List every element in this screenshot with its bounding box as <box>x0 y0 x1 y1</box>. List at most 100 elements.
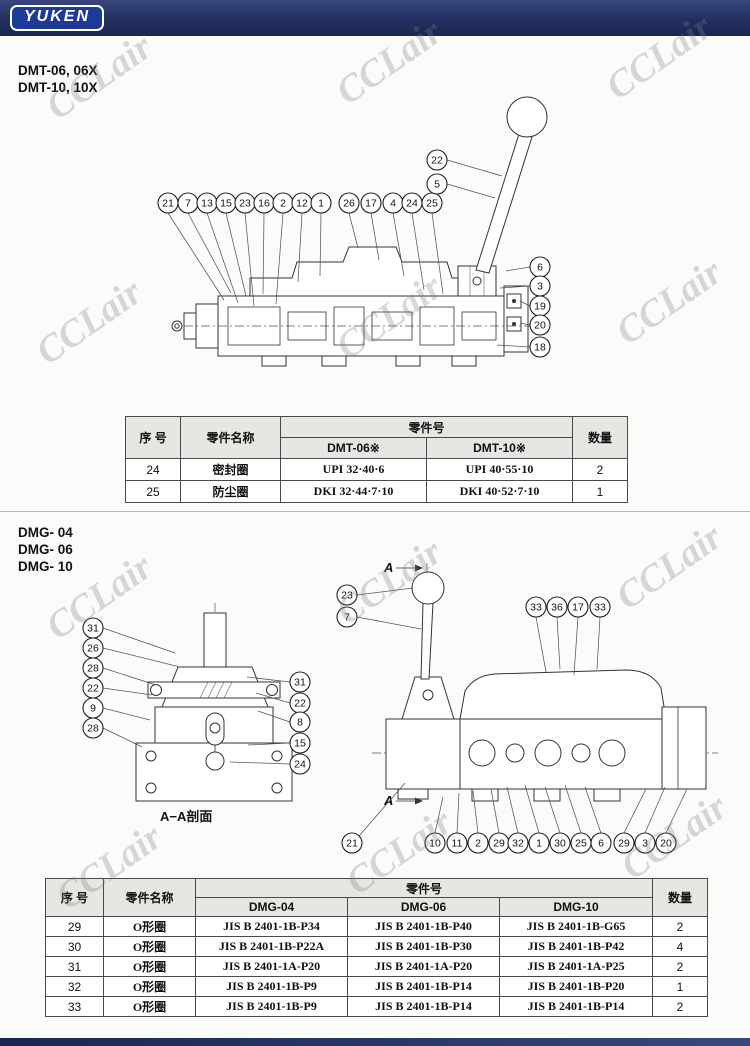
svg-text:29: 29 <box>618 838 630 850</box>
callout-balloon: 29 <box>613 832 635 854</box>
cell-part-number: JIS B 2401-1A-P20 <box>195 956 348 977</box>
svg-text:25: 25 <box>575 838 587 850</box>
cell-part-number: JIS B 2401-1A-P20 <box>347 956 500 977</box>
callout-balloon: 18 <box>529 336 551 358</box>
cell-qty: 4 <box>652 936 708 957</box>
callout-balloon: 11 <box>446 832 468 854</box>
cell-part-number: JIS B 2401-1B-P14 <box>499 996 653 1017</box>
svg-text:7: 7 <box>185 198 191 210</box>
dmg-main-view-drawing: A A <box>372 560 718 808</box>
svg-text:26: 26 <box>87 643 99 655</box>
table-row: 30 O形圈 JIS B 2401-1B-P22A JIS B 2401-1B-… <box>45 936 708 957</box>
callout-balloon: 33 <box>525 596 547 618</box>
callout-balloon: 7 <box>336 606 358 628</box>
callout-balloon: 1 <box>310 192 332 214</box>
callout-balloon: 10 <box>424 832 446 854</box>
col-header-name: 零件名称 <box>180 416 281 459</box>
callout-balloon: 24 <box>289 753 311 775</box>
svg-text:18: 18 <box>534 342 546 354</box>
dmg-leader-lines <box>102 587 688 837</box>
cell-part-name: O形圈 <box>103 916 196 937</box>
dmt-section-title: DMT-06, 06X DMT-10, 10X <box>18 62 98 96</box>
dmg-valve-diagram: A A 31 <box>82 560 718 854</box>
svg-text:22: 22 <box>431 155 443 167</box>
svg-text:28: 28 <box>87 663 99 675</box>
svg-text:24: 24 <box>294 759 306 771</box>
callout-balloon: 21 <box>341 832 363 854</box>
cell-qty: 2 <box>652 956 708 977</box>
svg-text:23: 23 <box>239 198 251 210</box>
callout-balloon: 23 <box>234 192 256 214</box>
svg-text:29: 29 <box>493 838 505 850</box>
cell-part-number: DKI 32·44·7·10 <box>280 480 427 503</box>
table-header-row: 序 号 零件名称 零件号 数量 <box>45 878 708 917</box>
svg-text:6: 6 <box>598 838 604 850</box>
callout-balloon: 32 <box>507 832 529 854</box>
cell-part-number: JIS B 2401-1A-P25 <box>499 956 653 977</box>
callout-balloon: 16 <box>253 192 275 214</box>
svg-text:16: 16 <box>258 198 270 210</box>
callout-balloon: 17 <box>360 192 382 214</box>
svg-text:20: 20 <box>660 838 672 850</box>
svg-text:21: 21 <box>162 198 174 210</box>
callout-balloon: 17 <box>567 596 589 618</box>
section-view-label: A−A剖面 <box>160 809 213 824</box>
footer-bar <box>0 1038 750 1046</box>
callout-balloon: 1 <box>528 832 550 854</box>
col-header-qty: 数量 <box>572 416 629 459</box>
callout-balloon: 15 <box>289 732 311 754</box>
table-row: 33 O形圈 JIS B 2401-1B-P9 JIS B 2401-1B-P1… <box>45 996 708 1017</box>
cell-no: 31 <box>45 956 104 977</box>
col-header-dmg06: DMG-06 <box>347 897 500 917</box>
yuken-logo: YUKEN <box>10 5 105 31</box>
dmg-title-line3: DMG- 10 <box>18 559 73 574</box>
svg-text:36: 36 <box>551 602 563 614</box>
dmt-leader-lines <box>167 159 531 348</box>
callout-balloon: 22 <box>289 692 311 714</box>
callout-balloon: 22 <box>82 677 104 699</box>
dmg-parts-table: 序 号 零件名称 零件号 数量 DMG-04 DMG-06 DMG-10 29 … <box>45 878 708 1017</box>
cell-part-number: JIS B 2401-1B-P9 <box>195 996 348 1017</box>
dmt-valve-drawing <box>171 96 548 367</box>
col-header-no: 序 号 <box>45 878 104 917</box>
svg-text:24: 24 <box>406 198 418 210</box>
col-header-part: 零件号 <box>195 878 653 898</box>
svg-text:15: 15 <box>220 198 232 210</box>
callout-balloon: 13 <box>196 192 218 214</box>
cell-part-number: JIS B 2401-1B-P40 <box>347 916 500 937</box>
dmg-title-line1: DMG- 04 <box>18 525 73 540</box>
callout-balloon: 4 <box>382 192 404 214</box>
dmt-title-line2: DMT-10, 10X <box>18 80 98 95</box>
svg-text:26: 26 <box>343 198 355 210</box>
svg-text:7: 7 <box>344 612 350 624</box>
callout-balloon: 2 <box>272 192 294 214</box>
callout-balloon: 6 <box>529 256 551 278</box>
callout-balloon: 22 <box>426 149 448 171</box>
svg-text:23: 23 <box>341 590 353 602</box>
svg-text:17: 17 <box>365 198 377 210</box>
callout-balloon: 26 <box>338 192 360 214</box>
callout-balloon: 2 <box>467 832 489 854</box>
svg-text:33: 33 <box>594 602 606 614</box>
callout-balloon: 19 <box>529 295 551 317</box>
table-row: 29 O形圈 JIS B 2401-1B-P34 JIS B 2401-1B-P… <box>45 916 708 937</box>
dmg-section-title: DMG- 04 DMG- 06 DMG- 10 <box>18 524 73 575</box>
dmt-valve-diagram: 21 7 13 15 23 16 2 12 1 26 17 4 24 25 22… <box>157 96 551 367</box>
cell-qty: 2 <box>572 458 629 481</box>
cell-part-number: JIS B 2401-1B-P42 <box>499 936 653 957</box>
cell-part-number: JIS B 2401-1B-P20 <box>499 976 653 997</box>
svg-text:31: 31 <box>87 623 99 635</box>
svg-text:30: 30 <box>554 838 566 850</box>
callout-balloon: 24 <box>401 192 423 214</box>
cell-part-number: UPI 40·55·10 <box>425 458 574 481</box>
svg-text:22: 22 <box>294 698 306 710</box>
cell-no: 33 <box>45 996 104 1017</box>
cell-part-number: JIS B 2401-1B-P30 <box>347 936 500 957</box>
table-row: 24 密封圈 UPI 32·40·6 UPI 40·55·10 2 <box>125 458 629 481</box>
callout-balloon: 7 <box>177 192 199 214</box>
svg-text:17: 17 <box>572 602 584 614</box>
callout-balloon: 8 <box>289 711 311 733</box>
table-subheader-row: DMG-04 DMG-06 DMG-10 <box>46 897 708 917</box>
table-row: 25 防尘圈 DKI 32·44·7·10 DKI 40·52·7·10 1 <box>125 480 629 503</box>
svg-text:13: 13 <box>201 198 213 210</box>
